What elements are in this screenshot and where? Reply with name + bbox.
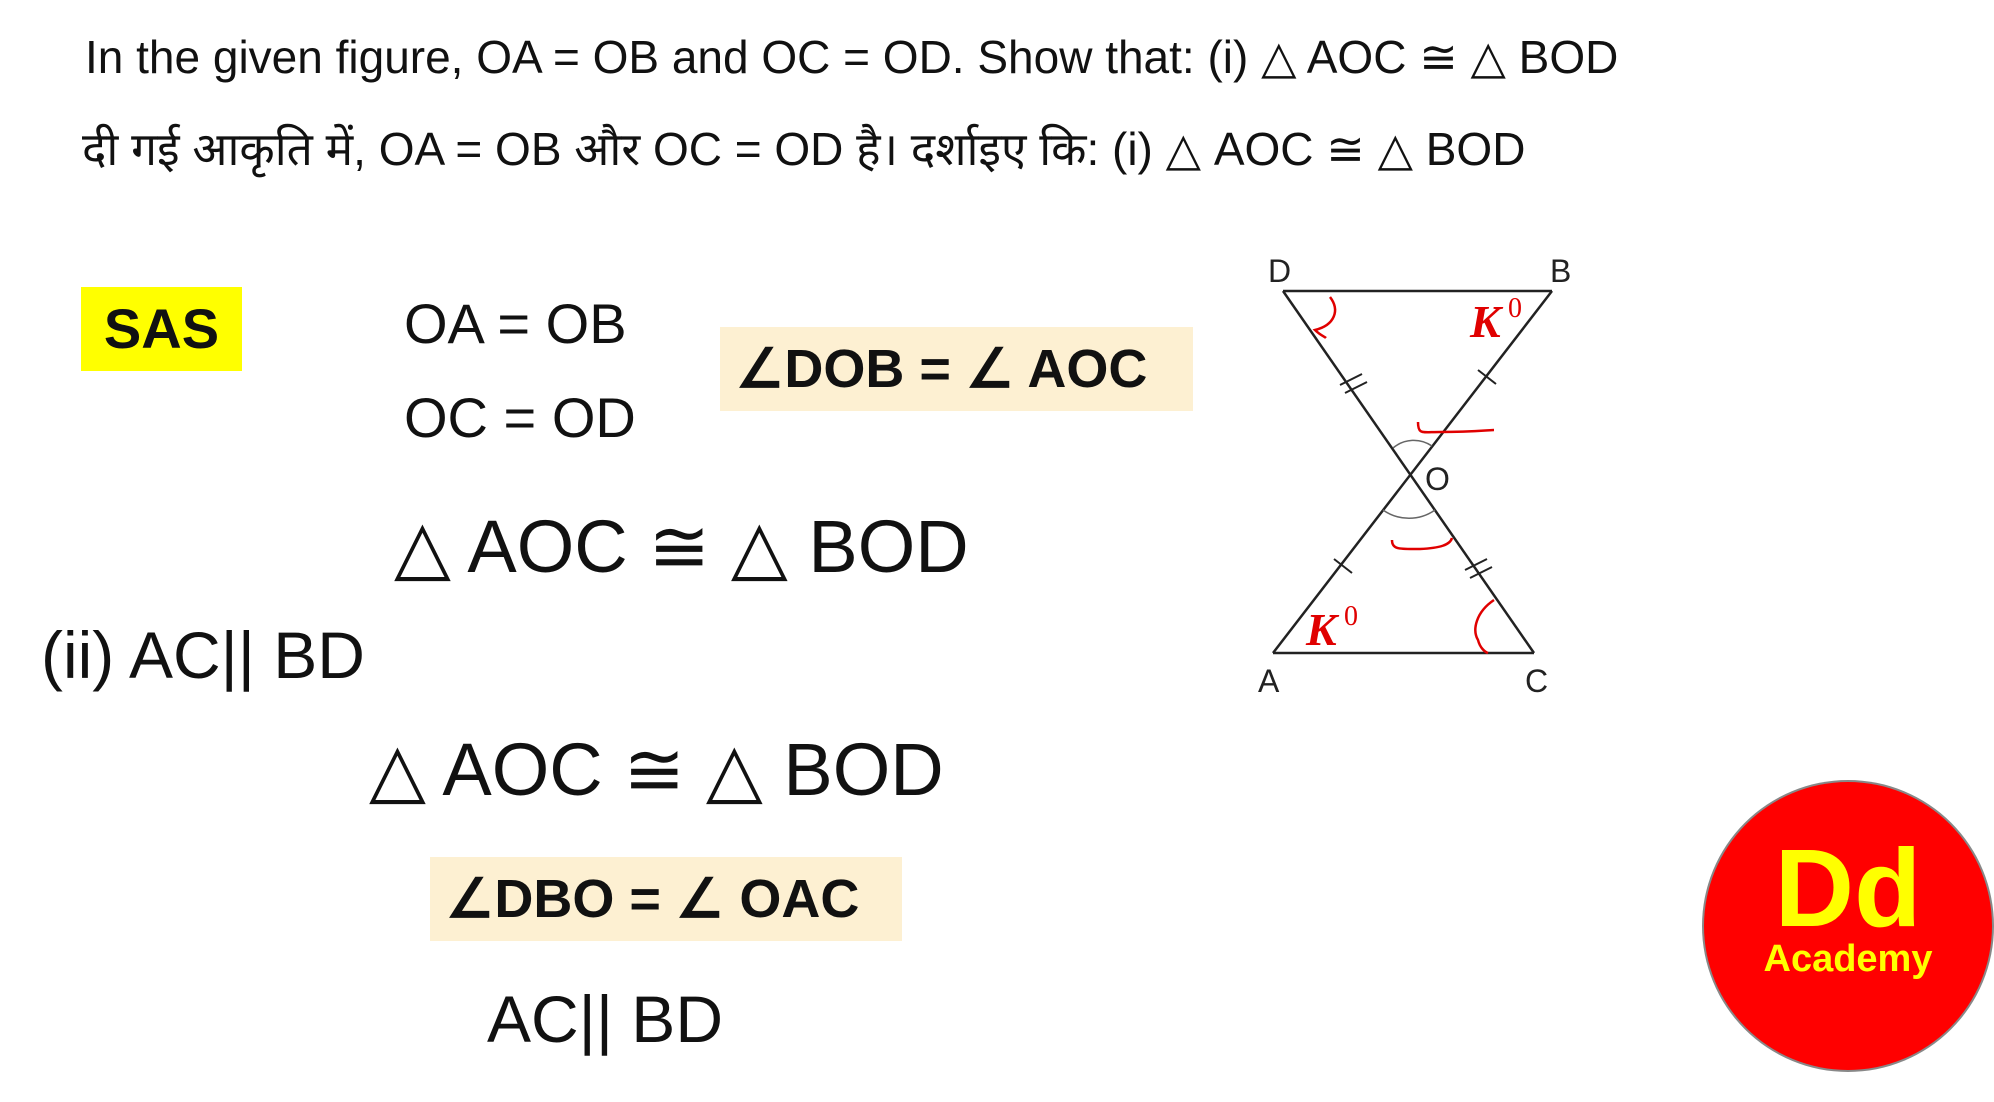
- congruence-statement-2: △ AOC ≅ △ BOD: [369, 728, 944, 811]
- label-d: D: [1268, 253, 1291, 289]
- angle-arc-dob: [1392, 439, 1433, 449]
- angle-equation-dob-aoc: ∠DOB = ∠ AOC: [720, 327, 1193, 411]
- angle-equation-dbo-oac: ∠DBO = ∠ OAC: [430, 857, 902, 941]
- angle-arc-aoc: [1382, 509, 1436, 520]
- segment-ba: [1272, 290, 1553, 654]
- logo-sub-text: Academy: [1763, 938, 1933, 980]
- label-a: A: [1258, 663, 1280, 699]
- angle-mark-a-degree: 0: [1344, 601, 1358, 632]
- congruence-statement-1: △ AOC ≅ △ BOD: [394, 505, 969, 588]
- equation-oa-ob: OA = OB: [404, 292, 627, 355]
- part-ii-heading: (ii) AC|| BD: [41, 618, 365, 692]
- label-o: O: [1425, 461, 1450, 497]
- tick-marks: [1333, 369, 1497, 579]
- label-c: C: [1525, 663, 1548, 699]
- equation-oc-od: OC = OD: [404, 386, 636, 449]
- sas-label: SAS: [81, 287, 242, 371]
- dd-academy-logo: Dd Academy: [1704, 782, 1992, 1070]
- angle-mark-a: K: [1305, 604, 1340, 655]
- question-english: In the given figure, OA = OB and OC = OD…: [85, 31, 1619, 83]
- red-annotations: [1312, 296, 1495, 655]
- logo-main-text: Dd: [1774, 827, 1922, 950]
- segment-dc: [1281, 290, 1536, 654]
- angle-mark-b-degree: 0: [1508, 293, 1522, 324]
- question-hindi: दी गई आकृति में, OA = OB और OC = OD है। …: [82, 123, 1526, 175]
- angle-mark-b: K: [1469, 296, 1504, 347]
- label-b: B: [1550, 253, 1571, 289]
- conclusion: AC|| BD: [487, 982, 723, 1056]
